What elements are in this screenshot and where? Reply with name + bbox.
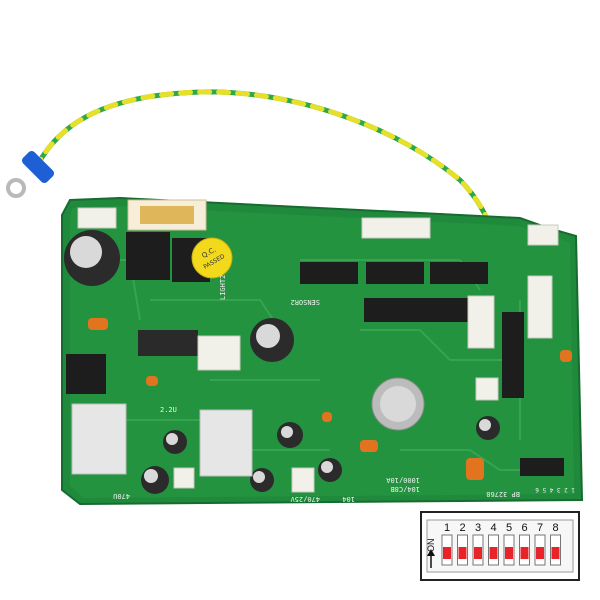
heat-sink <box>71 403 127 475</box>
relay <box>138 330 198 356</box>
jumper-label: 1000/10A <box>385 476 420 484</box>
ground-wire <box>6 89 503 255</box>
dip-switch-number: 5 <box>506 522 512 534</box>
dip-switch-lever[interactable] <box>551 547 560 559</box>
dip-switch-number: 6 <box>521 522 527 534</box>
capacitor <box>141 466 169 494</box>
connector-white <box>475 377 499 401</box>
connector-white <box>527 224 559 246</box>
capacitor <box>277 422 303 448</box>
light-label: LIGHT2 <box>219 275 227 300</box>
dip-numbers-label: 1 2 3 4 5 6 <box>535 486 575 493</box>
connector-white <box>361 217 431 239</box>
jumper-label: 104/C8B <box>390 485 420 493</box>
ic-chip <box>366 262 424 284</box>
dip-switch-lever[interactable] <box>536 547 544 559</box>
dip-switch-number: 8 <box>552 522 558 534</box>
dip-switch-number: 3 <box>475 522 481 534</box>
dip-switch-number: 4 <box>490 522 496 534</box>
ic-chip <box>300 262 358 284</box>
ceramic-capacitors <box>88 318 572 480</box>
connector-white <box>77 207 117 229</box>
cap-label: 2.2U <box>160 406 177 414</box>
microcontroller-chip <box>364 298 468 322</box>
dip-switch-lever[interactable] <box>474 547 482 559</box>
ring-terminal <box>6 178 26 198</box>
fuse-holder <box>127 199 207 231</box>
capacitor <box>163 430 187 454</box>
cap-label: 470U <box>113 492 130 500</box>
dip-switch-lever[interactable] <box>505 547 513 559</box>
capacitor <box>250 318 294 362</box>
capacitor <box>64 230 120 286</box>
cap-label: 104 <box>342 495 355 503</box>
dip-switch-lever[interactable] <box>443 547 451 559</box>
model-label: BP 32768 <box>486 490 520 498</box>
dip-switch-number: 7 <box>537 522 543 534</box>
relay <box>66 354 106 394</box>
capacitor <box>476 416 500 440</box>
ic-chip <box>430 262 488 284</box>
connector-white <box>467 295 495 349</box>
capacitor <box>318 458 342 482</box>
connector-white <box>291 467 315 493</box>
on-arrow-icon <box>427 549 435 568</box>
qc-passed-sticker: Q.C. PASSED <box>191 237 233 279</box>
heat-sink <box>199 409 253 477</box>
cap-label: 470/25V <box>290 495 320 503</box>
on-label: ON <box>426 539 436 553</box>
buzzer <box>371 377 425 431</box>
dip-switch-lever[interactable] <box>520 547 529 559</box>
dip-switch-number: 1 <box>444 522 450 534</box>
dip-switch-number: 2 <box>459 522 465 534</box>
connector-white <box>527 275 553 339</box>
relay <box>126 232 170 280</box>
capacitor <box>250 468 274 492</box>
board-dip-switch <box>520 458 564 476</box>
dip-switch-lever[interactable] <box>489 547 498 559</box>
dip-switch-lever[interactable] <box>458 547 467 559</box>
connector-white <box>173 467 195 489</box>
sensor-label: SENSOR2 <box>290 298 320 306</box>
ic-chip <box>502 312 524 398</box>
connector-white <box>197 335 241 371</box>
